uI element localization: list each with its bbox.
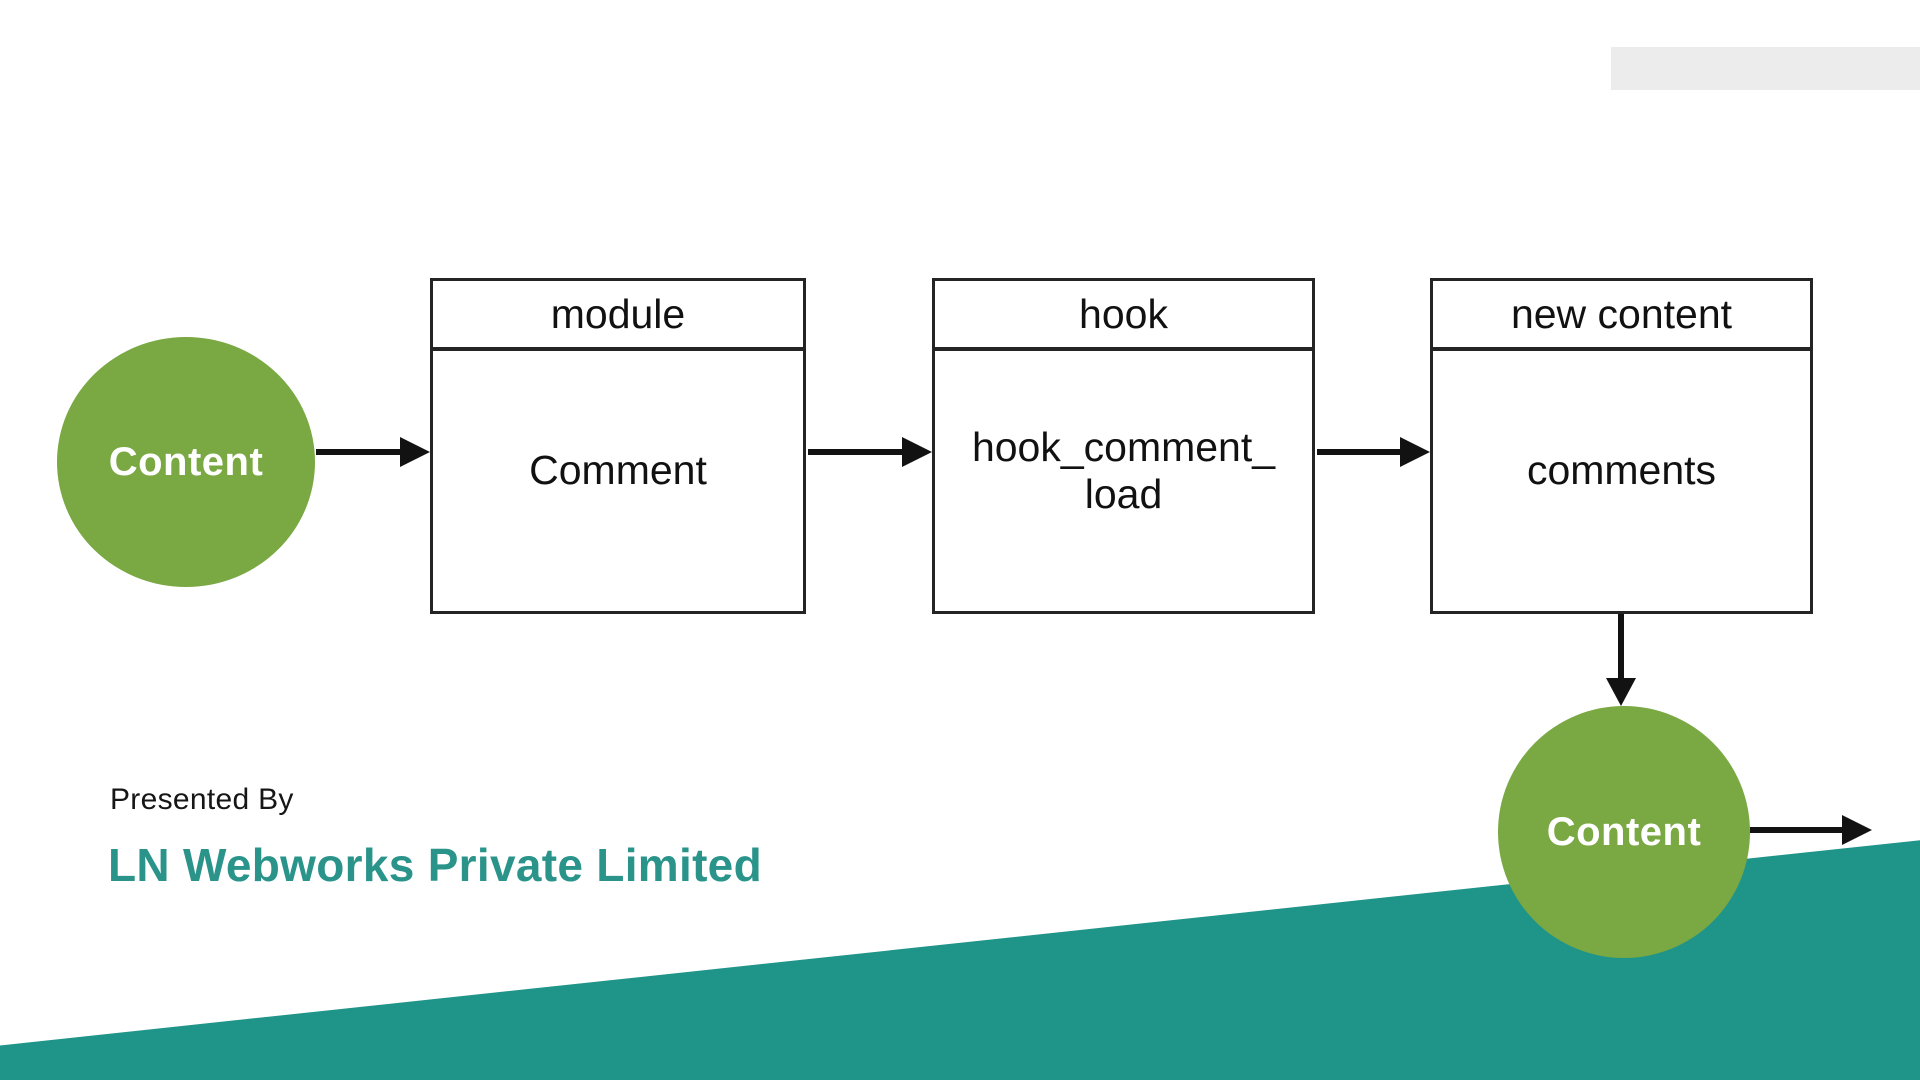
company-name: LN Webworks Private Limited [108,839,762,891]
module-box: module Comment [430,278,806,614]
presented-by-label: Presented By [110,783,294,816]
arrowhead-newcontent-to-content [1606,678,1636,706]
new-content-box: new content comments [1430,278,1813,614]
top-right-partial-bar [1611,47,1920,90]
start-content-node: Content [57,337,315,587]
hook-box: hook hook_comment_ load [932,278,1315,614]
arrow-module-to-hook [808,449,904,455]
arrowhead-hook-to-newcontent [1400,437,1430,467]
hook-box-title: hook [935,281,1312,351]
module-box-title: module [433,281,803,351]
end-content-node: Content [1498,706,1750,958]
new-content-box-title: new content [1433,281,1810,351]
arrowhead-module-to-hook [902,437,932,467]
hook-box-body: hook_comment_ load [971,423,1276,517]
arrow-newcontent-to-content [1618,614,1624,680]
arrowhead-content-to-module [400,437,430,467]
module-box-body: Comment [529,447,707,494]
arrow-hook-to-newcontent [1317,449,1402,455]
arrow-content-to-module [316,449,404,455]
end-content-label: Content [1546,809,1702,854]
start-content-label: Content [108,439,264,484]
arrow-content-out [1750,827,1844,833]
arrowhead-content-out [1842,815,1872,845]
new-content-box-body: comments [1526,447,1717,494]
